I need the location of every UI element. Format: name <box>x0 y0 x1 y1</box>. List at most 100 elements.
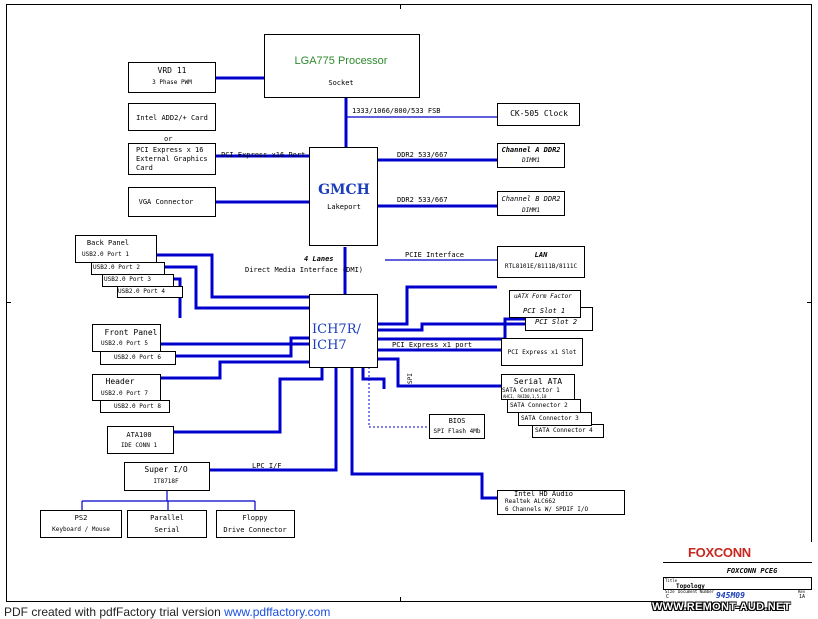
usb-port6-label: USB2.0 Port 6 <box>114 354 161 361</box>
bios-title: BIOS <box>448 417 466 425</box>
cpu-title: LGA775 Processor <box>294 55 388 67</box>
pcie16-line1: PCI Express x 16 <box>136 146 204 154</box>
pcie16-line3: Card <box>136 164 153 172</box>
header-title: Header <box>105 377 135 386</box>
ps2-sub: Keyboard / Mouse <box>52 526 110 533</box>
sata-title: Serial ATA <box>513 377 563 386</box>
sata-conn4-label: SATA Connector 4 <box>535 427 593 434</box>
cpu-box <box>264 34 420 98</box>
gmch-title: GMCH <box>318 182 370 198</box>
ata-box <box>107 426 174 454</box>
lpc-label: LPC I/F <box>252 462 282 470</box>
size-value: C <box>666 594 670 600</box>
pdf-footer: PDF created with pdfFactory trial versio… <box>4 605 330 619</box>
pcie16-bus-label: PCI Express x16 Port <box>221 151 306 159</box>
pcie1-bus-label: PCI Express x1 port <box>392 341 473 349</box>
pci-slot1-box <box>509 290 581 318</box>
usb-port4-label: USB2.0 Port 4 <box>118 288 165 295</box>
pcie16-line2: External Graphics <box>136 155 208 163</box>
back-panel-title: Back Panel <box>86 239 130 247</box>
audio-title: Intel HD Audio <box>514 490 574 498</box>
sheet-frame <box>6 4 812 602</box>
sio-fanout <box>81 491 256 510</box>
floppy-title: Floppy <box>242 514 268 522</box>
pdf-footer-text: PDF created with pdfFactory trial versio… <box>4 605 225 619</box>
pcie1-slot-box <box>501 338 583 366</box>
matx-label: uATX Form Factor <box>514 293 572 300</box>
lpc-wire <box>210 367 338 472</box>
dimm-b-line1: Channel B DDR2 <box>501 195 561 203</box>
vrd-box <box>128 62 216 93</box>
superio-box <box>124 462 210 491</box>
ich-title-1: ICH7R/ <box>312 322 361 337</box>
sata-conn1-label: SATA Connector 1 <box>502 387 560 394</box>
pcie-interface-label: PCIE Interface <box>405 251 465 259</box>
frame-tick <box>807 302 812 303</box>
bios-sub: SPI Flash 4Mb <box>433 428 481 435</box>
spi-label: SPI <box>407 373 414 384</box>
sata-box <box>501 374 575 400</box>
lan-box <box>497 246 585 278</box>
dmi-label: Direct Media Interface (DMI) <box>245 266 364 274</box>
ddr-b-bus-label: DDR2 533/667 <box>397 196 448 204</box>
ata-wire <box>174 367 324 434</box>
sata-conn3-label: SATA Connector 3 <box>521 415 579 422</box>
usb-port8-label: USB2.0 Port 8 <box>114 403 161 410</box>
serial-title: Serial <box>154 526 180 534</box>
clock-box <box>497 103 580 126</box>
ich-box <box>309 294 378 368</box>
title-label: Title <box>665 578 678 583</box>
pci-slot1-label: PCI Slot 1 <box>523 307 566 315</box>
dimm-a-box <box>497 143 565 168</box>
lan-wire <box>377 285 497 326</box>
sata-conn2-label: SATA Connector 2 <box>510 402 568 409</box>
audio-wire <box>350 367 497 500</box>
or-label: or <box>164 135 173 143</box>
parallel-title: Parallel <box>150 514 184 522</box>
vga-label: VGA Connector <box>138 198 194 206</box>
dimm-b-line2: DIMM1 <box>521 207 541 214</box>
dmi-lanes: 4 Lanes <box>304 255 334 263</box>
pdf-footer-link[interactable]: www.pdffactory.com <box>224 605 331 619</box>
frame-tick <box>400 4 401 9</box>
docnum-value: 945M09 <box>716 591 745 600</box>
bios-box <box>429 414 485 439</box>
pcie1-slot-label: PCI Express x1 Slot <box>507 349 577 356</box>
dimm-a-line2: DIMM1 <box>521 157 541 164</box>
dimm-a-line1: Channel A DDR2 <box>501 146 561 154</box>
sata-wire <box>377 357 501 388</box>
ddr-a-bus-label: DDR2 533/667 <box>397 151 448 159</box>
clock-label: CK-505 Clock <box>510 109 568 118</box>
rev-label: Rev <box>798 589 806 594</box>
parallel-box <box>127 510 207 538</box>
dimm-b-box <box>497 191 565 216</box>
pci2-wire <box>377 317 525 341</box>
usb1-wire <box>157 253 309 299</box>
usb-port7-label: USB2.0 Port 7 <box>101 390 148 397</box>
usb-port2-label: USB2.0 Port 2 <box>93 264 140 271</box>
gmch-box <box>309 147 378 246</box>
spi-wire <box>368 367 429 428</box>
floppy-sub: Drive Connector <box>223 526 287 534</box>
superio-chip: IT8718F <box>153 478 179 485</box>
pci-slot2-label: PCI Slot 2 <box>535 318 578 326</box>
size-label: Size <box>665 589 675 594</box>
lan-title: LAN <box>534 251 548 259</box>
sata-sub-wire <box>361 367 386 389</box>
back-panel-box <box>75 235 157 263</box>
fsb-label: 1333/1066/800/533 FSB <box>352 107 441 115</box>
usb2-wire <box>165 265 309 310</box>
title-block-logo-cell <box>663 542 812 563</box>
audio-codec: Realtek ALC662 <box>505 498 556 505</box>
vrd-title: VRD 11 <box>157 66 187 75</box>
usb6-wire <box>176 336 309 358</box>
ps2-box <box>40 510 122 538</box>
ata-title: ATA100 <box>126 431 152 439</box>
rev-value: 1A <box>799 594 806 600</box>
foxconn-logo: FOXCONN <box>688 545 751 560</box>
watermark: WWW.REMONT-AUD.NET <box>652 601 791 613</box>
header-box <box>92 374 161 401</box>
sata-conn1-raid: AHCI, RAID0,1,5,10 <box>503 394 547 399</box>
